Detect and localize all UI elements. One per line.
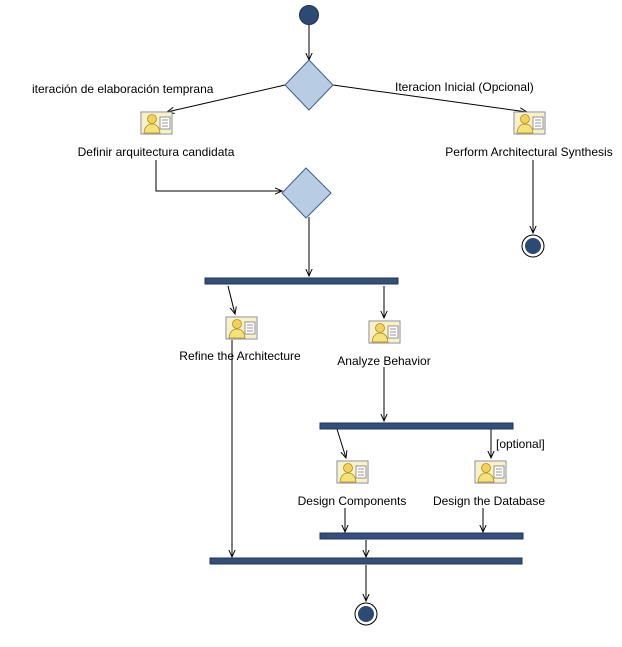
activity-role-icon bbox=[474, 460, 507, 484]
edge-define-to-merge bbox=[155, 160, 282, 191]
final-node-synthesis bbox=[521, 234, 545, 258]
activity-perform-architectural-synthesis[interactable]: Perform Architectural Synthesis bbox=[445, 145, 613, 159]
activity-define-candidate-architecture[interactable]: Definir arquitectura candidata bbox=[77, 145, 235, 159]
activity-design-components[interactable]: Design Components bbox=[297, 494, 407, 508]
join-bar-2 bbox=[209, 557, 523, 565]
activity-analyze-behavior[interactable]: Analyze Behavior bbox=[337, 354, 431, 368]
guard-optional: [optional] bbox=[496, 437, 545, 451]
guard-initial-iteration: Iteracion Inicial (Opcional) bbox=[395, 80, 534, 94]
edge-decision-to-synthesis bbox=[332, 84, 527, 112]
activity-design-database[interactable]: Design the Database bbox=[432, 494, 546, 508]
fork-bar-1 bbox=[204, 277, 399, 285]
decision-node bbox=[284, 59, 334, 111]
initial-node bbox=[299, 5, 319, 25]
edge-decision-to-define bbox=[167, 84, 286, 112]
activity-role-icon bbox=[336, 460, 369, 484]
activity-refine-architecture[interactable]: Refine the Architecture bbox=[179, 349, 301, 363]
merge-node bbox=[281, 167, 332, 219]
fork-bar-2 bbox=[319, 422, 514, 430]
activity-role-icon bbox=[513, 111, 546, 135]
join-bar-1 bbox=[319, 532, 524, 540]
edges bbox=[155, 25, 533, 601]
activity-role-icon bbox=[225, 316, 258, 340]
edge-fork-to-refine bbox=[227, 285, 235, 314]
guard-early-elaboration: iteración de elaboración temprana bbox=[32, 82, 214, 96]
edge-fork-to-components bbox=[336, 428, 346, 458]
activity-role-icon bbox=[140, 111, 173, 135]
activity-role-icon bbox=[368, 320, 401, 344]
final-node-main bbox=[354, 602, 378, 626]
